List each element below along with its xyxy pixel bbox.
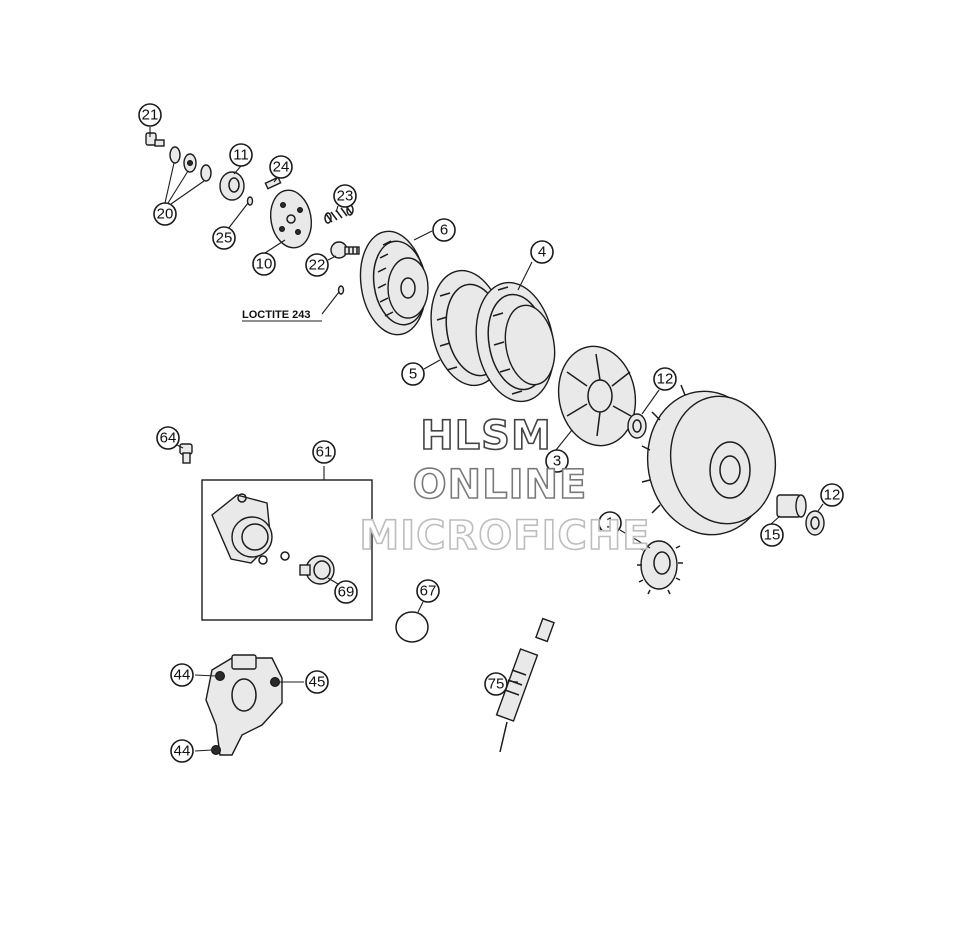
svg-text:10: 10 bbox=[256, 256, 273, 273]
svg-text:6: 6 bbox=[440, 222, 448, 239]
svg-text:25: 25 bbox=[216, 230, 233, 247]
svg-text:45: 45 bbox=[309, 674, 326, 691]
callout-22: 22 bbox=[305, 253, 329, 277]
callout-15: 15 bbox=[760, 523, 784, 547]
part-23-spring bbox=[324, 204, 354, 224]
part-11-cap bbox=[219, 171, 245, 201]
part-clutch-cover bbox=[205, 654, 283, 756]
loctite-note: LOCTITE 243 bbox=[242, 309, 310, 321]
svg-text:5: 5 bbox=[409, 366, 417, 383]
part-25-pin bbox=[246, 196, 254, 206]
watermark-line-2: ONLINE bbox=[413, 462, 588, 508]
callout-44-lower: 44 bbox=[170, 739, 194, 763]
part-slave-cylinder bbox=[211, 493, 290, 565]
callout-20: 20 bbox=[153, 202, 177, 226]
part-clutch-basket bbox=[641, 384, 777, 536]
svg-text:61: 61 bbox=[316, 444, 333, 461]
callout-24: 24 bbox=[269, 155, 293, 179]
svg-text:22: 22 bbox=[309, 257, 326, 274]
callout-3: 3 bbox=[545, 449, 569, 473]
callout-69: 69 bbox=[334, 580, 358, 604]
svg-text:11: 11 bbox=[233, 147, 249, 164]
part-12-washer-right bbox=[805, 510, 825, 536]
callout-1: 1 bbox=[598, 511, 622, 535]
svg-text:1: 1 bbox=[606, 515, 614, 532]
svg-text:12: 12 bbox=[824, 487, 841, 504]
svg-text:44: 44 bbox=[174, 743, 191, 760]
callout-44-upper: 44 bbox=[170, 663, 194, 687]
callout-4: 4 bbox=[530, 240, 554, 264]
part-22-bolt bbox=[330, 241, 360, 295]
watermark-line-1: HLSM bbox=[420, 413, 552, 459]
callout-75: 75 bbox=[484, 672, 508, 696]
part-10-pressure-plate bbox=[269, 189, 313, 249]
callout-21: 21 bbox=[138, 103, 162, 127]
watermark-line-3: MICROFICHE bbox=[359, 513, 650, 559]
callout-12-upper: 12 bbox=[653, 367, 677, 391]
part-20-washers bbox=[169, 146, 212, 182]
callout-61: 61 bbox=[312, 440, 336, 464]
svg-text:64: 64 bbox=[160, 430, 177, 447]
callout-5: 5 bbox=[401, 362, 425, 386]
part-24-screw bbox=[264, 176, 282, 190]
callout-6: 6 bbox=[432, 218, 456, 242]
part-3-plate bbox=[557, 345, 637, 447]
part-75-syringe bbox=[495, 617, 555, 753]
part-21-bolt bbox=[145, 132, 165, 147]
callout-11: 11 bbox=[229, 143, 253, 167]
part-64-screw bbox=[179, 443, 193, 464]
svg-text:12: 12 bbox=[657, 371, 674, 388]
svg-text:69: 69 bbox=[338, 584, 355, 601]
svg-text:67: 67 bbox=[420, 583, 437, 600]
svg-text:75: 75 bbox=[488, 676, 505, 693]
callout-67: 67 bbox=[416, 579, 440, 603]
part-12-washer bbox=[627, 413, 647, 439]
svg-text:23: 23 bbox=[337, 188, 354, 205]
svg-text:3: 3 bbox=[553, 453, 561, 470]
svg-text:15: 15 bbox=[764, 527, 781, 544]
callout-45: 45 bbox=[305, 670, 329, 694]
part-69-piston bbox=[299, 555, 335, 585]
part-1-gear bbox=[637, 540, 683, 595]
part-61-assembly-box bbox=[201, 479, 373, 621]
watermark: HLSM ONLINE MICROFICHE bbox=[359, 412, 651, 560]
callout-23: 23 bbox=[333, 184, 357, 208]
callout-10: 10 bbox=[252, 252, 276, 276]
callout-25: 25 bbox=[212, 226, 236, 250]
svg-text:4: 4 bbox=[538, 244, 546, 261]
callout-64: 64 bbox=[156, 426, 180, 450]
callout-12-lower: 12 bbox=[820, 483, 844, 507]
leader-lines bbox=[149, 127, 824, 752]
part-15-bushing bbox=[776, 494, 807, 518]
svg-text:20: 20 bbox=[157, 206, 174, 223]
part-4-5-clutch-pack bbox=[430, 269, 556, 403]
part-67-o-ring bbox=[395, 611, 429, 643]
svg-text:21: 21 bbox=[142, 107, 159, 124]
svg-text:24: 24 bbox=[273, 159, 290, 176]
svg-text:44: 44 bbox=[174, 667, 191, 684]
part-6-inner-hub bbox=[359, 230, 429, 336]
